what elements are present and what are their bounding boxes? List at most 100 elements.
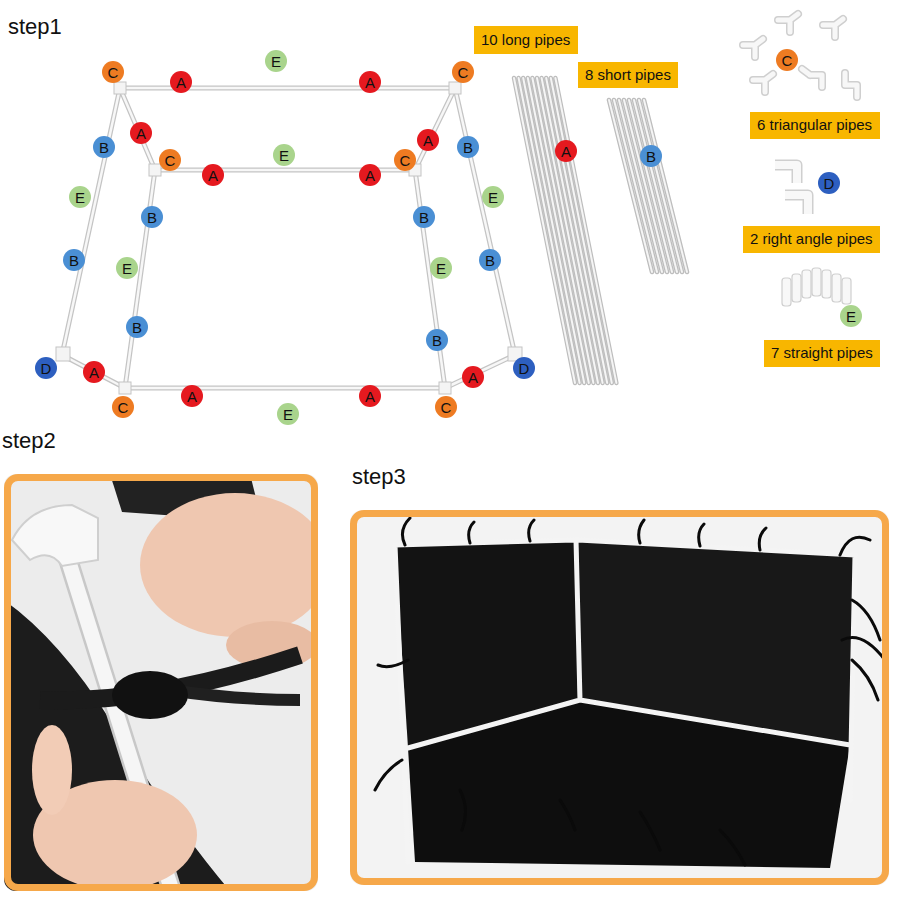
part-letter-badge: E <box>277 403 299 425</box>
part-letter: A <box>365 389 375 404</box>
part-letter: C <box>108 65 119 80</box>
step-panel: step3 <box>350 510 889 885</box>
finished-liner-photo <box>350 510 889 885</box>
part-count-tag: 6 triangular pipes <box>750 112 880 139</box>
part-letter: C <box>165 153 176 168</box>
long-pipes-bundle <box>514 78 616 383</box>
part-letter: E <box>436 261 446 276</box>
step-heading: step3 <box>352 464 406 490</box>
part-letter: A <box>468 370 478 385</box>
part-letter-badge: B <box>479 249 501 271</box>
part-letter-badge: B <box>141 206 163 228</box>
straight-fittings <box>842 278 851 304</box>
part-letter: E <box>271 54 281 69</box>
part-letter: E <box>846 309 856 324</box>
part-letter-badge: A <box>359 164 381 186</box>
part-letter-badge: D <box>513 357 535 379</box>
short-pipes-bundle <box>609 100 687 272</box>
finished-liner-photo <box>395 540 855 862</box>
part-count-tag: 10 long pipes <box>474 26 578 54</box>
straight-fittings <box>782 278 791 306</box>
part-letter-badge: E <box>273 144 295 166</box>
part-letter: E <box>75 190 85 205</box>
part-letter-badge: E <box>840 305 862 327</box>
step-panel: step2 <box>4 474 318 891</box>
part-letter: E <box>283 407 293 422</box>
step-heading: step2 <box>2 428 56 454</box>
part-letter: A <box>187 389 197 404</box>
part-letter: A <box>89 365 99 380</box>
part-letter-badge: A <box>181 385 203 407</box>
part-count-tag: 7 straight pipes <box>764 340 880 367</box>
part-letter-badge: A <box>555 140 577 162</box>
part-letter: E <box>279 148 289 163</box>
part-letter-badge: E <box>482 186 504 208</box>
part-letter-badge: C <box>394 149 416 171</box>
straight-fittings <box>812 268 821 296</box>
part-letter: B <box>485 253 495 268</box>
pipe-frame <box>56 82 522 394</box>
part-count-tag: 8 short pipes <box>578 62 678 88</box>
part-letter: A <box>176 75 186 90</box>
part-letter-badge: C <box>452 61 474 83</box>
part-letter: B <box>147 210 157 225</box>
part-letter-badge: A <box>202 164 224 186</box>
pipe-frame <box>56 82 522 394</box>
pipe-frame <box>439 382 451 394</box>
finished-liner-photo <box>375 518 885 865</box>
part-letter: D <box>824 176 835 191</box>
part-letter-badge: D <box>818 172 840 194</box>
hand-tying-photo <box>12 505 98 566</box>
part-letter-badge: E <box>430 257 452 279</box>
finished-liner-photo <box>395 540 855 862</box>
part-letter-badge: C <box>776 49 798 71</box>
pipe-frame <box>62 88 515 388</box>
triangular-fittings <box>743 14 857 97</box>
part-count-text: 2 right angle pipes <box>750 231 873 248</box>
part-letter-badge: A <box>359 71 381 93</box>
pipe-frame <box>114 82 126 94</box>
short-pipes-bundle <box>609 100 687 272</box>
part-letter: C <box>400 153 411 168</box>
part-letter-badge: E <box>69 186 91 208</box>
part-letter-badge: A <box>359 385 381 407</box>
short-pipes-bundle <box>609 100 687 272</box>
right-angle-fittings <box>775 165 808 214</box>
straight-fittings <box>832 274 841 302</box>
hand-tying-photo <box>4 474 318 891</box>
part-letter: B <box>132 320 142 335</box>
triangular-fittings <box>743 14 857 97</box>
hand-tying-photo <box>170 690 300 700</box>
part-letter-badge: B <box>63 249 85 271</box>
triangular-fittings <box>743 14 857 97</box>
part-letter: C <box>782 53 793 68</box>
part-letter-badge: B <box>93 136 115 158</box>
long-pipes-bundle <box>514 78 616 383</box>
part-letter: B <box>646 149 656 164</box>
part-letter-badge: E <box>265 50 287 72</box>
part-letter: B <box>463 140 473 155</box>
part-letter-badge: A <box>170 71 192 93</box>
part-letter: A <box>423 133 433 148</box>
part-letter: B <box>419 210 429 225</box>
finished-liner-photo <box>408 700 850 868</box>
part-count-text: 6 triangular pipes <box>757 117 872 134</box>
part-letter-badge: B <box>413 206 435 228</box>
straight-fittings <box>822 270 831 298</box>
part-letter: A <box>208 168 218 183</box>
part-letter-badge: C <box>112 396 134 418</box>
part-letter: C <box>441 400 452 415</box>
step-heading: step1 <box>8 14 62 40</box>
part-letter: A <box>136 126 146 141</box>
part-letter-badge: C <box>435 396 457 418</box>
pipe-frame <box>149 164 161 176</box>
part-letter-badge: B <box>426 329 448 351</box>
part-letter-badge: B <box>640 145 662 167</box>
pipe-frame <box>449 82 461 94</box>
hand-tying-photo <box>32 725 72 815</box>
part-letter-badge: A <box>417 129 439 151</box>
part-count-text: 7 straight pipes <box>771 345 873 362</box>
finished-liner-photo <box>375 518 885 865</box>
straight-fittings <box>782 268 851 306</box>
